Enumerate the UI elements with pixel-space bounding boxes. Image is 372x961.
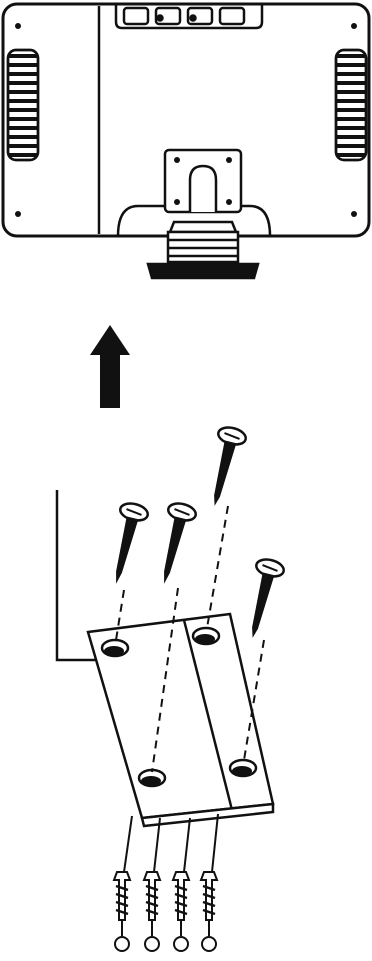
up-arrow-icon [90, 325, 130, 408]
monitor-back-icon [1, 2, 371, 280]
anchor-guides [123, 813, 219, 873]
wall-line [55, 490, 98, 662]
screw-icon [116, 426, 285, 638]
wall-anchor-icon [112, 871, 219, 952]
guide-lines [115, 505, 265, 773]
mounting-bracket-icon [86, 612, 275, 828]
